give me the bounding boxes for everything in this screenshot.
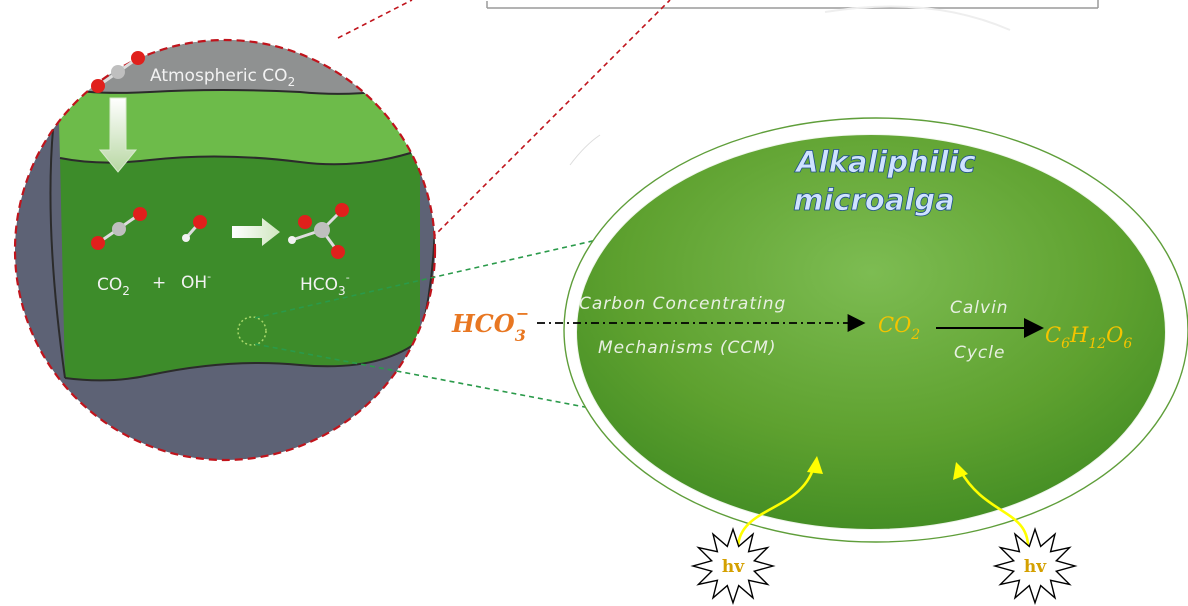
- cell-body: [576, 134, 1166, 530]
- calvin-line2: Cycle: [954, 343, 1005, 363]
- intracellular-co2-label: CO2: [878, 313, 920, 343]
- starburst-left-icon: [690, 526, 776, 606]
- hco3-molecule: [288, 203, 349, 259]
- oh-molecule: [182, 215, 207, 242]
- light-source-left: hv: [690, 456, 823, 606]
- cell-title-line1: Alkaliphilic: [794, 145, 976, 179]
- eq-oh: OH-: [181, 270, 211, 293]
- light-arrow-right: [958, 469, 1030, 548]
- bicarbonate-label: HCO3−: [451, 304, 529, 345]
- cell-title: Alkaliphilic microalga: [793, 145, 976, 218]
- zoom-target-marker: [237, 316, 267, 346]
- light-arrowhead-left-icon: [807, 456, 823, 474]
- diffusion-arrow-icon: [98, 97, 138, 173]
- light-source-right: hv: [953, 462, 1078, 606]
- hv-label-right: hv: [1024, 557, 1047, 577]
- cell-title-line2: microalga: [793, 183, 954, 217]
- reaction-arrow-icon: [232, 218, 280, 246]
- starburst-right-icon: [992, 526, 1078, 606]
- reaction-equation: CO2 + OH- HCO3-: [97, 270, 350, 298]
- ccm-label: Carbon Concentrating Mechanisms (CCM): [579, 294, 786, 358]
- microalga-cell: [563, 117, 1188, 543]
- light-arrow-left: [736, 461, 817, 548]
- red-zoom-connectors: [337, 0, 671, 239]
- eq-co2: CO2: [97, 275, 130, 298]
- hv-label-left: hv: [722, 557, 745, 577]
- ccm-line2: Mechanisms (CCM): [598, 338, 777, 358]
- top-box-fragment: [486, 0, 1099, 9]
- calvin-label: Calvin Cycle: [950, 298, 1009, 363]
- green-zoom-connectors: [254, 239, 598, 409]
- eq-hco3: HCO3-: [300, 271, 350, 298]
- light-arrowhead-right-icon: [953, 462, 968, 480]
- co2-molecule-atmospheric: [91, 51, 145, 93]
- atmospheric-co2-label: Atmospheric CO2: [150, 66, 295, 89]
- glucose-label: C6H12O6: [1045, 323, 1132, 352]
- inset-circle: Atmospheric CO2 CO2: [13, 38, 437, 462]
- inset-dashed-border: [13, 38, 437, 462]
- ccm-line1: Carbon Concentrating: [579, 294, 786, 314]
- faint-arc-small: [569, 134, 601, 166]
- co2-molecule-reactant: [91, 207, 147, 250]
- eq-plus: +: [152, 273, 166, 293]
- faint-arc: [824, 5, 1011, 31]
- calvin-line1: Calvin: [950, 298, 1009, 318]
